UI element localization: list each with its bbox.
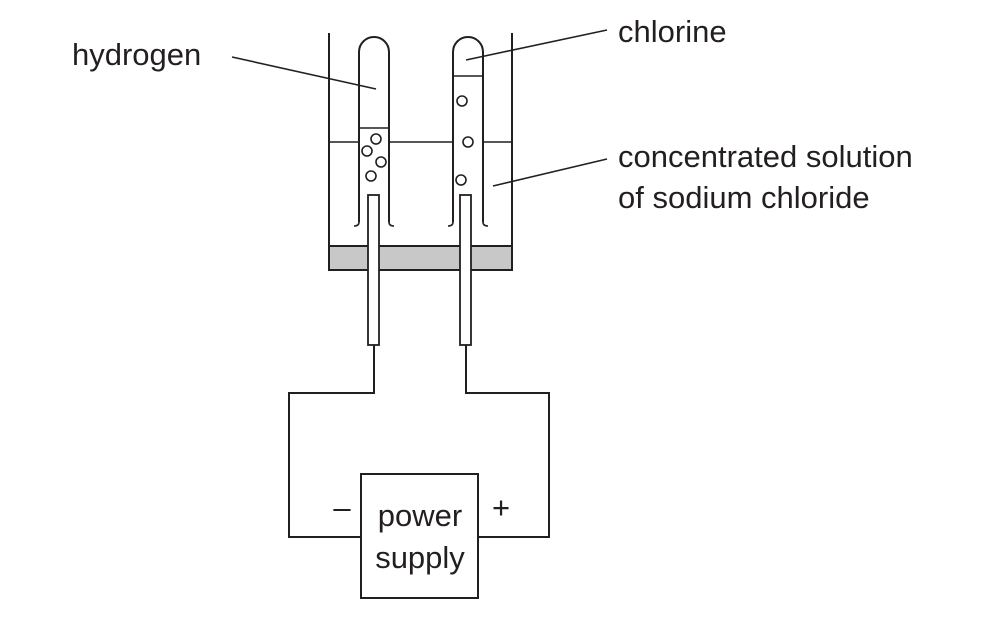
- hydrogen-label: hydrogen: [72, 37, 201, 72]
- solution-label-line1: concentrated solution: [618, 139, 913, 174]
- negative-terminal-sign: –: [333, 490, 351, 525]
- solution-leader-line: [492, 158, 608, 187]
- test-tube-chlorine-lip-left: [447, 221, 454, 227]
- chlorine-label: chlorine: [618, 14, 727, 49]
- test-tube-hydrogen-outline: [358, 36, 390, 222]
- chlorine-bubbles: [455, 95, 474, 186]
- chlorine-leader-line: [465, 29, 608, 61]
- hydrogen-bubbles: [361, 133, 387, 182]
- beaker: [328, 33, 513, 271]
- test-tube-hydrogen-lip-left: [353, 221, 360, 227]
- bubble: [462, 136, 474, 148]
- solution-label-line2: of sodium chloride: [618, 180, 870, 215]
- test-tube-chlorine: [447, 36, 489, 227]
- test-tube-hydrogen: [353, 36, 395, 227]
- beaker-base-plate: [328, 245, 513, 271]
- bubble: [455, 174, 467, 186]
- electrode-anode: [459, 194, 472, 346]
- wire-negative: [288, 345, 375, 538]
- hydrogen-leader-line: [231, 56, 377, 90]
- electrode-cathode: [367, 194, 380, 346]
- wire-positive: [465, 345, 550, 538]
- power-supply-box: [360, 473, 479, 599]
- bubble: [361, 145, 373, 157]
- test-tube-hydrogen-lip-right: [388, 221, 395, 227]
- bubble: [375, 156, 387, 168]
- power-supply-label-line2: supply: [375, 540, 465, 575]
- bubble: [456, 95, 468, 107]
- bubble: [365, 170, 377, 182]
- positive-terminal-sign: +: [492, 490, 510, 525]
- test-tube-chlorine-outline: [452, 36, 484, 222]
- power-supply-label-line1: power: [378, 498, 462, 533]
- test-tube-chlorine-lip-right: [482, 221, 489, 227]
- bubble: [370, 133, 382, 145]
